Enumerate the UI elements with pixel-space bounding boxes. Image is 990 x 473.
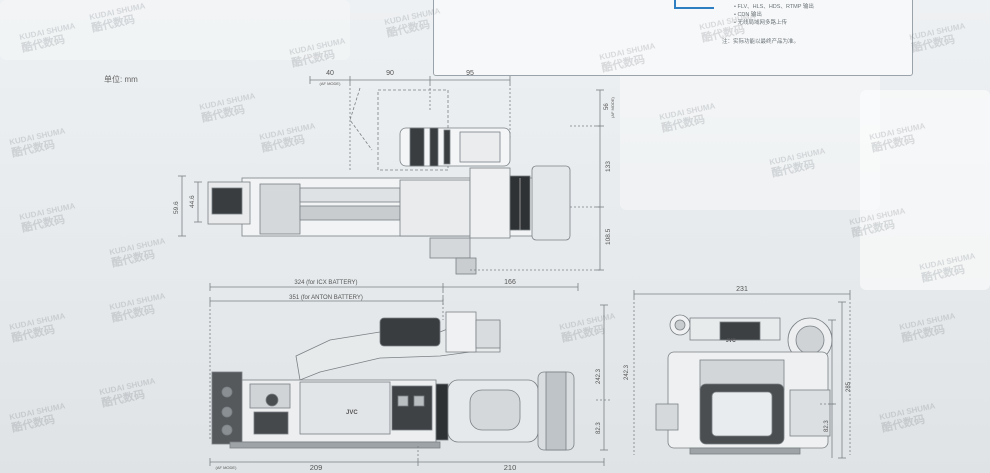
spec-list: • FLV、HLS、HDS、RTMP 输出 • CDN 输出 • 无线局域网多路… bbox=[734, 3, 814, 27]
spec-line: • CDN 输出 bbox=[734, 12, 762, 18]
dimension-note: (AF MODE) bbox=[610, 96, 615, 118]
connector-line bbox=[674, 0, 714, 9]
top-view bbox=[178, 76, 604, 275]
spec-line: • FLV、HLS、HDS、RTMP 输出 bbox=[734, 4, 814, 10]
dimension-label: 82.3 bbox=[596, 422, 602, 434]
dimension-label: 324 (for ICX BATTERY) bbox=[294, 280, 357, 286]
dimension-note: (AF MODE) bbox=[320, 81, 342, 86]
spec-line: • 无线局域网多路上传 bbox=[734, 20, 787, 26]
dimension-label: 285 bbox=[846, 381, 852, 392]
dimension-label: 40 bbox=[326, 70, 334, 77]
dimension-label: 242.3 bbox=[624, 364, 630, 380]
side-view bbox=[209, 283, 612, 466]
dimension-label: 133 bbox=[605, 161, 612, 172]
background-panel bbox=[860, 90, 990, 290]
dimension-note: (AF MODE) bbox=[216, 465, 238, 470]
background-panel bbox=[0, 0, 350, 60]
front-view bbox=[633, 290, 851, 459]
brand-mark: JVC bbox=[726, 338, 736, 344]
background-panel bbox=[620, 60, 880, 210]
brand-mark: JVC bbox=[346, 410, 358, 416]
dimension-label: 90 bbox=[386, 70, 394, 77]
spec-note: 注：实际功能以最终产品为准。 bbox=[722, 39, 800, 45]
spec-panel: • FLV、HLS、HDS、RTMP 输出 • CDN 输出 • 无线局域网多路… bbox=[433, 0, 913, 76]
dimension-label: 108.5 bbox=[605, 228, 612, 245]
dimension-label: 351 (for ANTON BATTERY) bbox=[289, 295, 363, 301]
dimension-label: 242.3 bbox=[596, 368, 602, 384]
dimension-label: 59.6 bbox=[173, 201, 180, 214]
dimension-label: 56 bbox=[604, 103, 610, 110]
dimension-label: 231 bbox=[736, 286, 748, 293]
dimension-label: 44.6 bbox=[189, 195, 196, 208]
dimension-label: 82.3 bbox=[824, 420, 830, 432]
unit-label: 单位: mm bbox=[104, 75, 138, 84]
dimension-label: 210 bbox=[504, 463, 517, 472]
dimension-label: 166 bbox=[504, 279, 516, 286]
dimension-label: 95 bbox=[466, 70, 474, 77]
dimension-label: 209 bbox=[310, 463, 323, 472]
